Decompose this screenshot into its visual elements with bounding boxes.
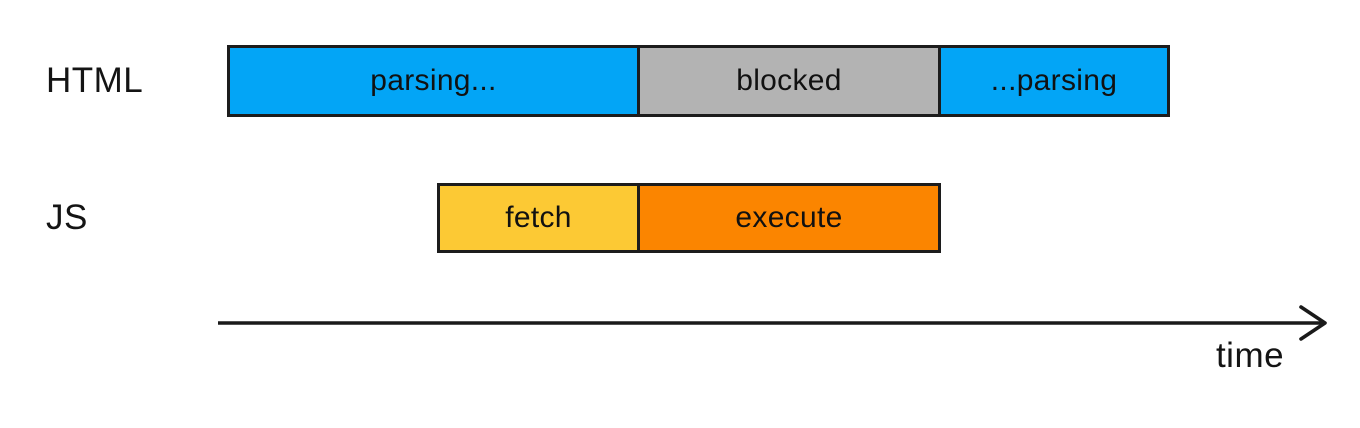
segment-parsing-resume: ...parsing [938, 45, 1170, 117]
html-timeline-bar: parsing... blocked ...parsing [227, 45, 1170, 117]
segment-blocked: blocked [637, 45, 941, 117]
js-timeline-bar: fetch execute [437, 183, 941, 253]
segment-parsing-start: parsing... [227, 45, 640, 117]
row-label-js: JS [46, 198, 88, 237]
segment-execute: execute [637, 183, 941, 253]
segment-fetch: fetch [437, 183, 640, 253]
time-axis-arrow-icon [218, 305, 1327, 341]
row-label-html: HTML [46, 61, 144, 100]
time-axis-label: time [1215, 336, 1285, 375]
